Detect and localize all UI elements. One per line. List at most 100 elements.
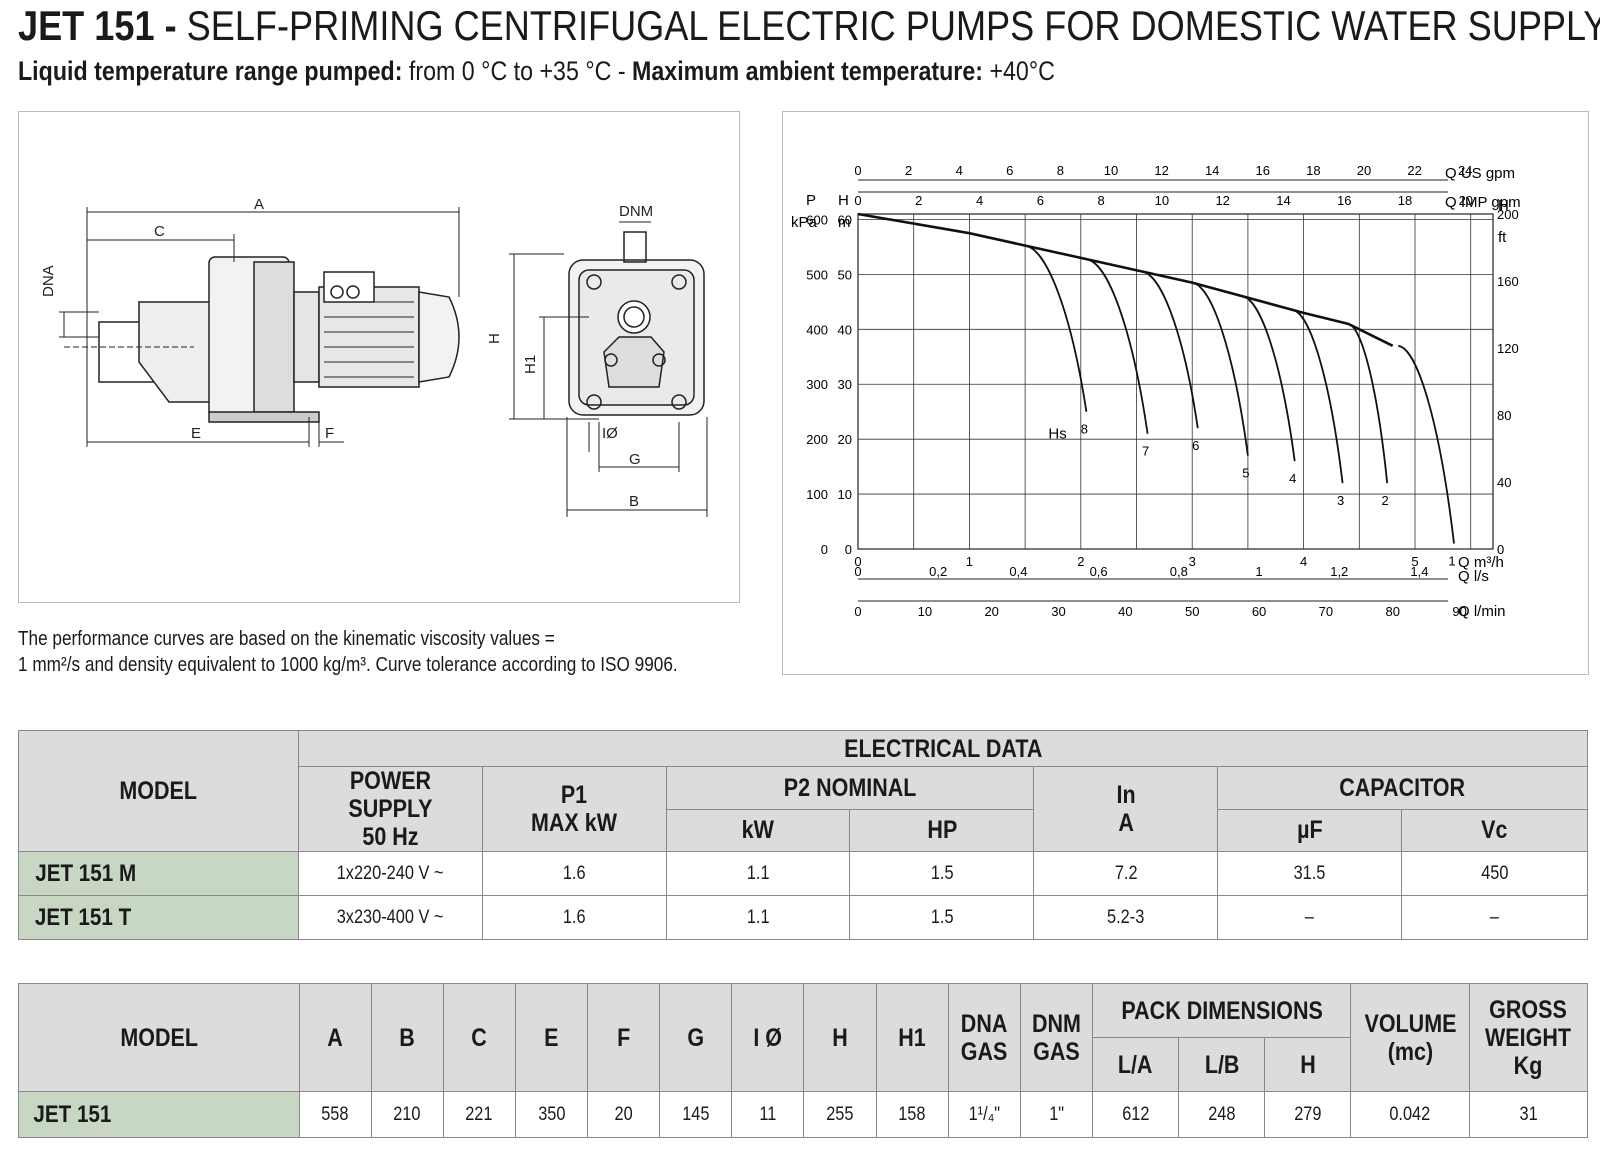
dim-label-f: F bbox=[325, 425, 334, 442]
tick-label-h-ft: 160 bbox=[1497, 274, 1519, 289]
col-hp: HP bbox=[849, 808, 1035, 852]
tick-label-lmin: 90 bbox=[1452, 604, 1466, 619]
tick-label-h-m: 30 bbox=[838, 377, 852, 392]
tick-label-m3h: 3 bbox=[1189, 554, 1196, 569]
note-line-2: 1 mm²/s and density equivalent to 1000 k… bbox=[18, 654, 678, 676]
tick-label-h-ft: 40 bbox=[1497, 475, 1511, 490]
tick-label-imp-gpm: 12 bbox=[1215, 193, 1229, 208]
tick-label-imp-gpm: 2 bbox=[915, 193, 922, 208]
tick-label-us-gpm: 0 bbox=[854, 163, 861, 178]
tick-label-m3h: 4 bbox=[1300, 554, 1307, 569]
tick-label-us-gpm: 4 bbox=[956, 163, 963, 178]
tick-label-h-m: 40 bbox=[838, 322, 852, 337]
axis-label-ft: ft bbox=[1498, 229, 1507, 246]
col-vc: Vc bbox=[1401, 808, 1588, 852]
axis-label-kpa: kPa bbox=[791, 214, 818, 231]
tick-label-lmin: 60 bbox=[1252, 604, 1266, 619]
col-model: MODEL bbox=[18, 730, 299, 852]
suction-curve-6 bbox=[1141, 270, 1199, 429]
tick-label-ls: 1 bbox=[1255, 564, 1262, 579]
page-title: JET 151 - SELF-PRIMING CENTRIFUGAL ELECT… bbox=[18, 2, 1600, 49]
tick-label-h-ft: 80 bbox=[1497, 408, 1511, 423]
tick-label-h-m: 60 bbox=[838, 212, 852, 227]
tick-label-p-kpa: 600 bbox=[806, 212, 828, 227]
hs-label: Hs bbox=[1048, 426, 1066, 443]
tick-label-p-kpa: 100 bbox=[806, 487, 828, 502]
curve-note: The performance curves are based on the … bbox=[18, 626, 678, 678]
col-h: H bbox=[803, 983, 877, 1092]
col-kw: kW bbox=[665, 808, 851, 852]
tick-label-imp-gpm: 10 bbox=[1155, 193, 1169, 208]
axis-label-m3h: Q m³/h bbox=[1458, 554, 1504, 571]
suction-curve-8 bbox=[1024, 244, 1088, 412]
tick-label-ls: 0,2 bbox=[929, 564, 947, 579]
dim-label-b: B bbox=[629, 493, 639, 510]
tick-label-lmin: 40 bbox=[1118, 604, 1132, 619]
col-e: E bbox=[514, 983, 589, 1092]
tick-label-us-gpm: 12 bbox=[1154, 163, 1168, 178]
tick-label-h-m: 20 bbox=[838, 432, 852, 447]
tick-label-us-gpm: 18 bbox=[1306, 163, 1320, 178]
tick-label-us-gpm: 2 bbox=[905, 163, 912, 178]
tick-label-p-kpa: 0 bbox=[821, 542, 828, 557]
tick-label-p-kpa: 300 bbox=[806, 377, 828, 392]
tick-label-h-ft: 200 bbox=[1497, 207, 1519, 222]
tick-label-ls: 0 bbox=[854, 564, 861, 579]
tick-label-h-m: 50 bbox=[838, 267, 852, 282]
dim-label-h: H bbox=[486, 333, 503, 344]
tick-label-us-gpm: 10 bbox=[1104, 163, 1118, 178]
tick-label-lmin: 20 bbox=[984, 604, 998, 619]
tick-label-ls: 0,6 bbox=[1090, 564, 1108, 579]
page-subtitle: Liquid temperature range pumped: from 0 … bbox=[18, 56, 1055, 86]
col-f: F bbox=[587, 983, 661, 1092]
tick-label-m3h: 0 bbox=[854, 554, 861, 569]
col-model: MODEL bbox=[18, 983, 300, 1092]
axis-label-m: m bbox=[838, 214, 851, 231]
tick-label-imp-gpm: 8 bbox=[1098, 193, 1105, 208]
tick-label-us-gpm: 24 bbox=[1458, 163, 1472, 178]
curve-label-3: 3 bbox=[1337, 493, 1344, 508]
pump-drawing-icon: A C DNA E F DNM H H1 IØ G B bbox=[40, 196, 708, 517]
tick-label-imp-gpm: 6 bbox=[1037, 193, 1044, 208]
dim-label-dna: DNA bbox=[40, 265, 57, 297]
note-line-1: The performance curves are based on the … bbox=[18, 628, 555, 650]
suction-curve-4 bbox=[1242, 295, 1296, 462]
tick-label-m3h: 2 bbox=[1077, 554, 1084, 569]
curve-label-2: 2 bbox=[1382, 493, 1389, 508]
tick-label-imp-gpm: 4 bbox=[976, 193, 983, 208]
col-p2-nominal: P2 NOMINAL bbox=[665, 766, 1035, 810]
col-h1: H1 bbox=[875, 983, 949, 1092]
col-g: G bbox=[659, 983, 733, 1092]
table-row: JET 151 558 210 221 350 20 145 11 255 15… bbox=[18, 1091, 1589, 1138]
tick-label-ls: 1,2 bbox=[1330, 564, 1348, 579]
tick-label-imp-gpm: 0 bbox=[854, 193, 861, 208]
tick-label-h-ft: 0 bbox=[1497, 542, 1504, 557]
tick-label-ls: 0,8 bbox=[1170, 564, 1188, 579]
col-volume: VOLUME(mc) bbox=[1350, 983, 1470, 1092]
dim-label-io: IØ bbox=[602, 425, 618, 442]
dim-label-g: G bbox=[629, 451, 641, 468]
table-row: JET 151 T 3x230-400 V ~ 1.6 1.1 1.5 5.2-… bbox=[18, 895, 1588, 940]
col-io: I Ø bbox=[731, 983, 805, 1092]
curve-label-6: 6 bbox=[1192, 438, 1199, 453]
tick-label-imp-gpm: 16 bbox=[1337, 193, 1351, 208]
tick-label-h-m: 10 bbox=[838, 487, 852, 502]
axis-label-h-right: H bbox=[1498, 197, 1509, 214]
technical-drawing: A C DNA E F DNM H H1 IØ G B bbox=[18, 111, 740, 603]
tick-label-lmin: 50 bbox=[1185, 604, 1199, 619]
axis-label-lmin: Q l/min bbox=[1458, 603, 1506, 620]
tick-label-p-kpa: 500 bbox=[806, 267, 828, 282]
tick-label-m3h: 5 bbox=[1411, 554, 1418, 569]
axis-label-us-gpm: Q US gpm bbox=[1445, 165, 1515, 182]
tick-label-lmin: 10 bbox=[918, 604, 932, 619]
tick-label-us-gpm: 20 bbox=[1357, 163, 1371, 178]
dim-label-h1: H1 bbox=[522, 355, 539, 374]
table-row: JET 151 M 1x220-240 V ~ 1.6 1.1 1.5 7.2 … bbox=[18, 851, 1588, 896]
curve-label-7: 7 bbox=[1142, 444, 1149, 459]
